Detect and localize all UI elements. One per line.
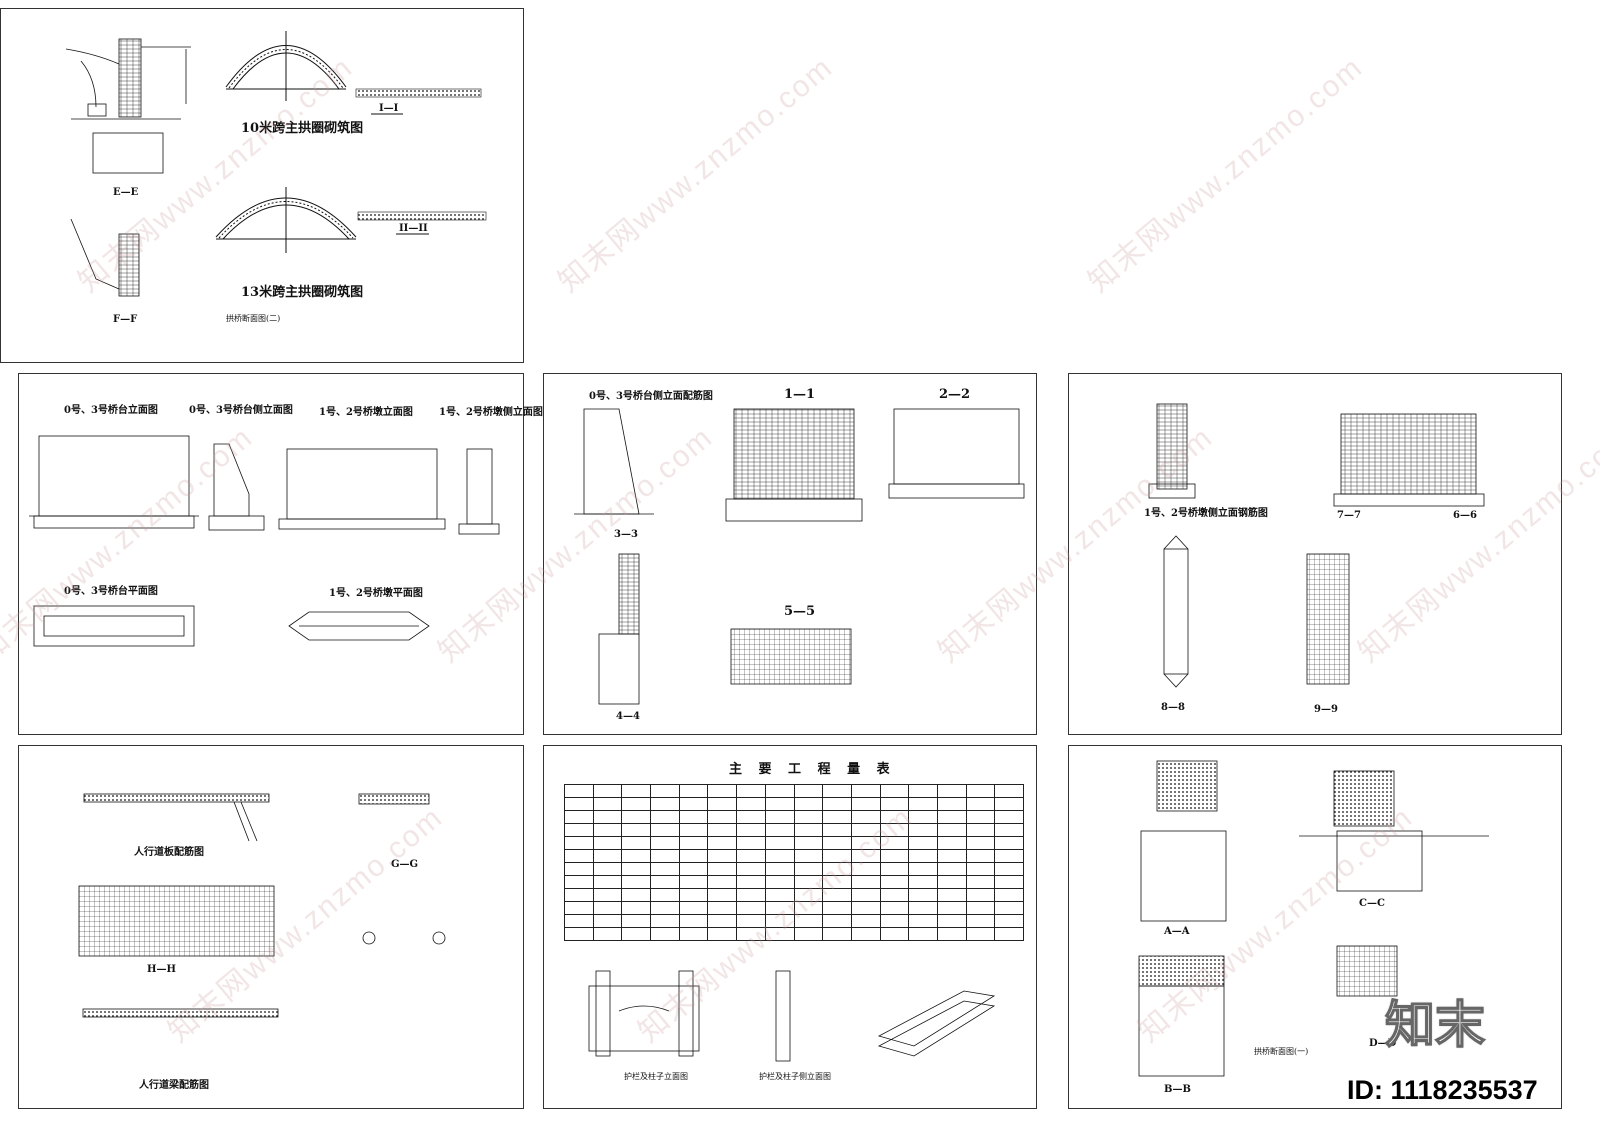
- railing-side-elevation-title: 护栏及柱子侧立面图: [759, 1072, 831, 1081]
- section-g-g: G—G: [391, 859, 419, 870]
- asset-id-label: ID: 1118235537: [1347, 1075, 1538, 1105]
- pier-plan-title: 1号、2号桥墩平面图: [329, 588, 423, 599]
- sidewalk-slab-title: 人行道板配筋图: [134, 847, 204, 858]
- drawing-sheet-sidewalk-rebar: 人行道板配筋图 G—G H—H 人行道梁配筋图: [18, 745, 524, 1109]
- watermark-text: 知末网www.znzmo.com: [1082, 50, 1370, 299]
- sidewalk-beam-title: 人行道梁配筋图: [139, 1080, 209, 1091]
- sheet2-linework: [29, 435, 500, 647]
- sheet7-linework: [1138, 760, 1489, 1077]
- pier-side-elevation-title: 1号、2号桥墩侧立面图: [439, 407, 543, 418]
- drawing-sheet-quantity-table: 主 要 工 程 量 表 护栏及柱子立面图 护栏及柱子侧立面图: [543, 745, 1037, 1109]
- drawing-sheet-arch-sections: E—E F—F 10米跨主拱圈砌筑图 13米跨主拱圈砌筑图 I—I II—II …: [0, 8, 524, 363]
- section-label-ii: II—II: [399, 223, 428, 234]
- section-h-h: H—H: [147, 964, 176, 975]
- sheet1-linework: [65, 31, 487, 297]
- section-3-3: 3—3: [614, 529, 638, 540]
- abutment-plan-title: 0号、3号桥台平面图: [64, 586, 158, 597]
- site-logo: 知末: [1384, 996, 1486, 1054]
- pier-elevation-title: 1号、2号桥墩立面图: [319, 407, 413, 418]
- section-d-d: D—D: [1369, 1038, 1397, 1049]
- arch-10m-title: 10米跨主拱圈砌筑图: [241, 121, 364, 136]
- section-2-2: 2—2: [939, 387, 971, 402]
- section-4-4: 4—4: [616, 711, 640, 722]
- sheet4-linework: [1148, 403, 1485, 688]
- watermark-text: 知末网www.znzmo.com: [552, 50, 840, 299]
- abutment-elevation-title: 0号、3号桥台立面图: [64, 405, 158, 416]
- pier-rebar-title: 1号、2号桥墩侧立面钢筋图: [1144, 508, 1268, 519]
- section-c-c: C—C: [1359, 898, 1385, 909]
- sheet3-linework: [574, 408, 1025, 705]
- drawing-sheet-abutment-rebar: 0号、3号桥台侧立面配筋图 1—1 2—2 3—3 4—4 5—5: [543, 373, 1037, 735]
- section-a-a: A—A: [1164, 926, 1190, 937]
- railing-elevation-title: 护栏及柱子立面图: [624, 1072, 688, 1081]
- sheet5-linework: [78, 793, 446, 1018]
- abutment-side-elevation-title: 0号、3号桥台侧立面图: [189, 405, 293, 416]
- section-5-5: 5—5: [784, 604, 816, 619]
- quantity-table: [564, 784, 1024, 941]
- section-b-b: B—B: [1164, 1084, 1191, 1095]
- quantity-table-title: 主 要 工 程 量 表: [729, 762, 896, 777]
- section-7-7: 7—7: [1337, 510, 1361, 521]
- sheet7-caption: 拱桥断面图(一): [1254, 1047, 1309, 1056]
- section-label-f: F—F: [113, 314, 138, 325]
- abutment-rebar-title: 0号、3号桥台侧立面配筋图: [589, 391, 713, 402]
- section-6-6: 6—6: [1453, 510, 1477, 521]
- section-1-1: 1—1: [784, 387, 816, 402]
- drawing-sheet-bridge-sections: A—A C—C B—B D—D 拱桥断面图(一): [1068, 745, 1562, 1109]
- drawing-sheet-abutment-elevations: 0号、3号桥台立面图 0号、3号桥台侧立面图 1号、2号桥墩立面图 1号、2号桥…: [18, 373, 543, 735]
- section-label-i: I—I: [379, 103, 399, 114]
- arch-13m-title: 13米跨主拱圈砌筑图: [241, 285, 364, 300]
- section-8-8: 8—8: [1161, 702, 1185, 713]
- sheet1-caption: 拱桥断面图(二): [226, 314, 281, 323]
- section-label-e: E—E: [113, 187, 139, 198]
- section-9-9: 9—9: [1314, 704, 1338, 715]
- drawing-sheet-pier-rebar: 1号、2号桥墩侧立面钢筋图 7—7 6—6 8—8 9—9: [1068, 373, 1562, 735]
